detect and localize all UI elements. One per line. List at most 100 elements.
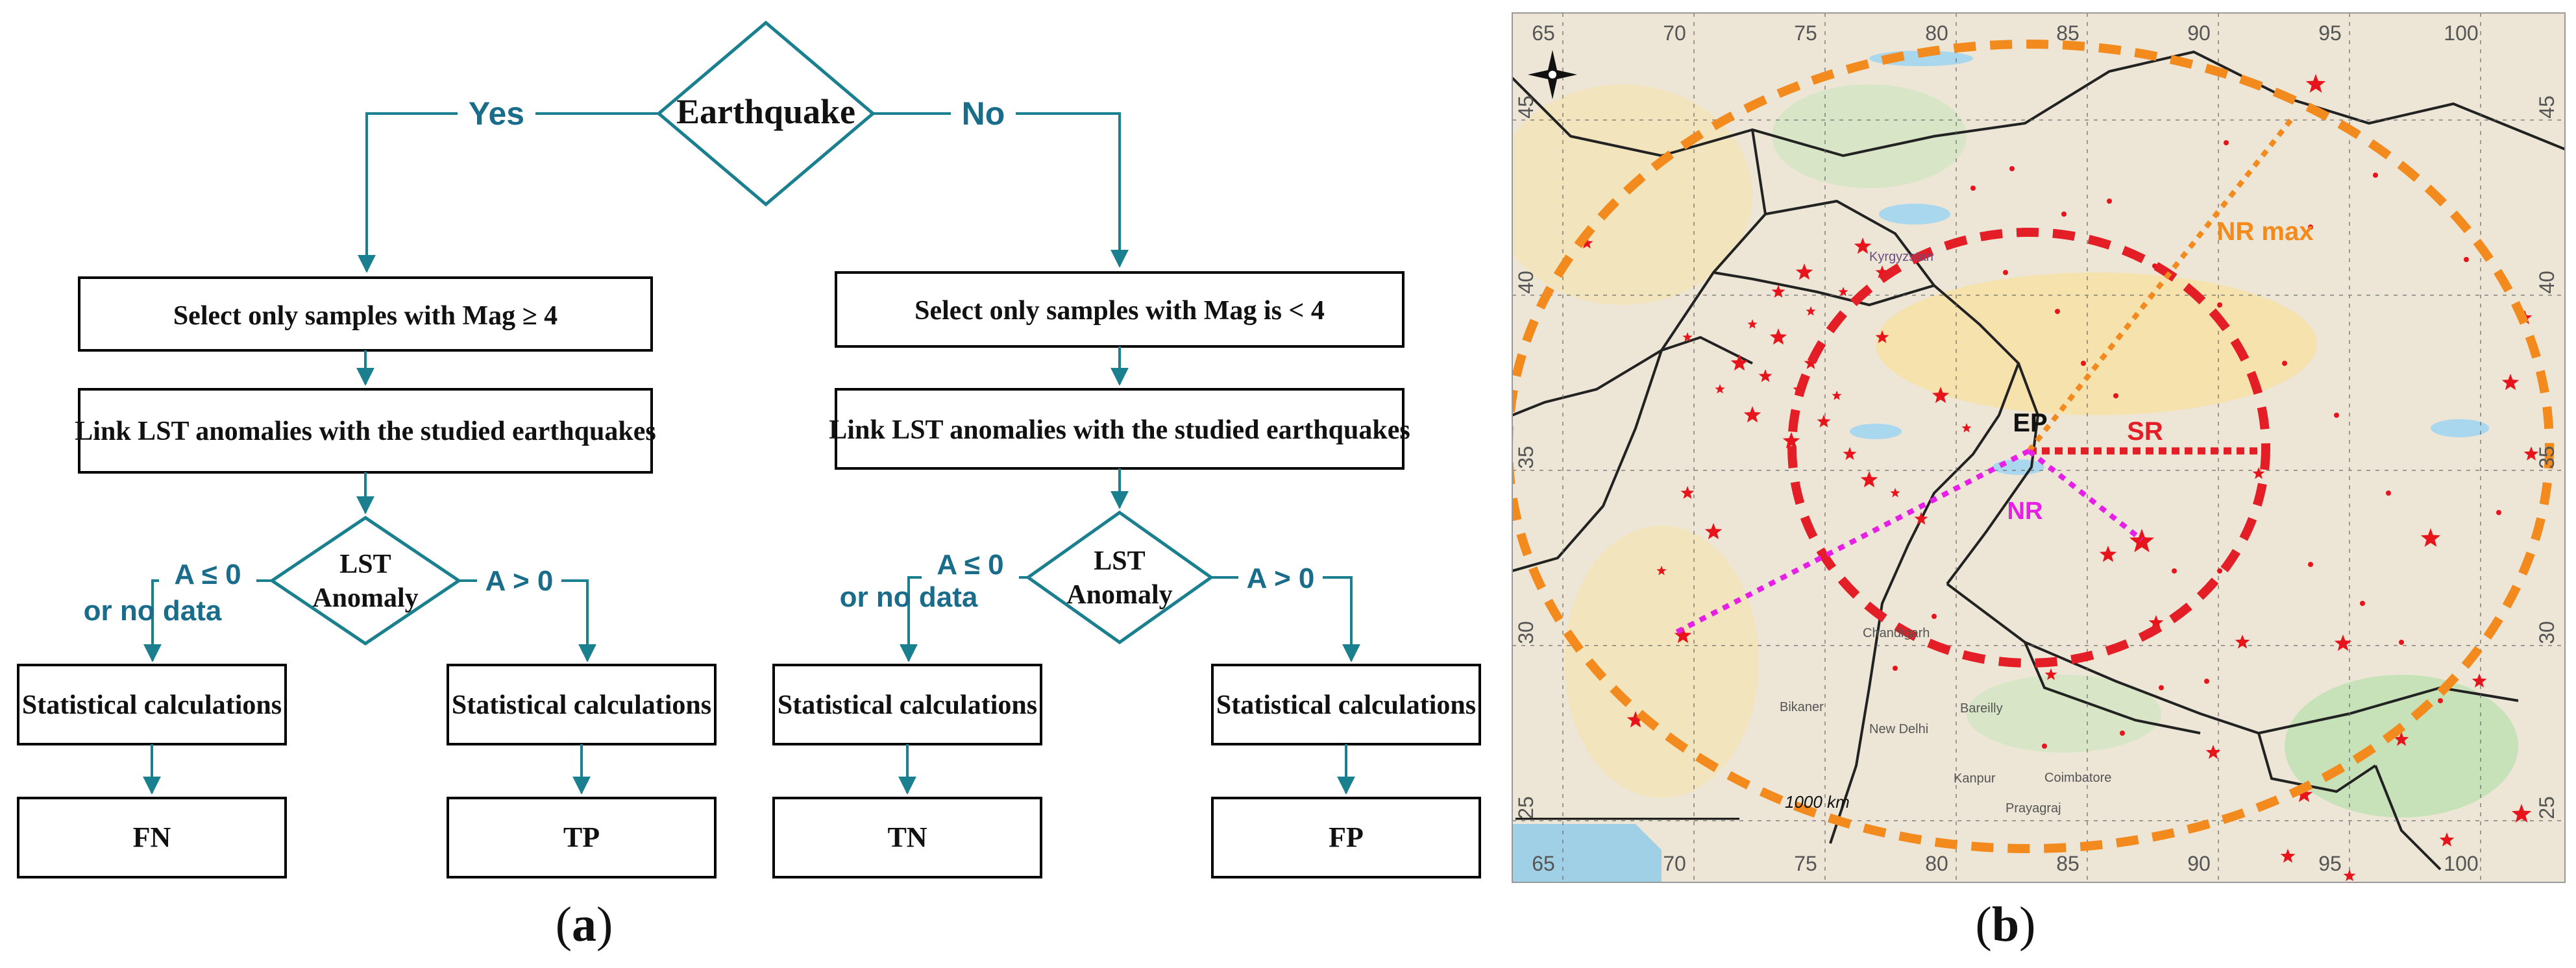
map-panel: EP SR NR NR max Kyrgyzstan Chandigarh Ne…	[1512, 12, 2566, 952]
lon-tick-label-bottom: 90	[2187, 852, 2211, 875]
earthquake-star-marker	[2099, 546, 2117, 563]
lake-namtso	[1993, 459, 2044, 475]
no-branch-label: No	[962, 95, 1005, 132]
lon-tick-label-top: 95	[2318, 21, 2342, 45]
outcome-box-fn	[17, 797, 287, 878]
nrmax-label: NR max	[2217, 217, 2314, 246]
earthquake-dot-marker	[2009, 166, 2015, 171]
earthquake-dot-marker	[1970, 186, 1976, 191]
place-bikaner: Bikaner	[1780, 700, 1824, 714]
outcome-box-tp	[447, 797, 717, 878]
scale-label: 1000 km	[1785, 792, 1850, 812]
lst-anomaly-label-right-1: LST	[1094, 546, 1145, 576]
earthquake-dot-marker	[2159, 685, 2164, 690]
cond-a-le0-right: A ≤ 0	[937, 549, 1003, 581]
graticule	[1512, 13, 2565, 882]
earthquake-dot-marker	[2061, 212, 2067, 217]
earthquake-star-marker	[2501, 374, 2520, 391]
earthquake-dot-marker	[1893, 666, 1898, 671]
place-kanpur: Kanpur	[1954, 771, 1996, 786]
earthquake-star-marker	[2148, 615, 2164, 629]
terrain-green-bangladesh	[2285, 675, 2518, 817]
lon-tick-label-bottom: 65	[1532, 852, 1555, 875]
lon-tick-label-top: 65	[1532, 21, 1555, 45]
earthquake-star-marker	[2295, 786, 2313, 803]
nrmax-radius-line	[2026, 116, 2295, 453]
lon-tick-label-top: 100	[2444, 21, 2478, 45]
earthquake-dot-marker	[2172, 568, 2177, 574]
place-new-delhi: New Delhi	[1869, 722, 1928, 736]
map-frame	[1512, 12, 2566, 883]
place-bareilly: Bareilly	[1960, 701, 2003, 716]
nr-label: NR	[2007, 498, 2043, 525]
stat-calc-box-fp	[1211, 664, 1481, 745]
earthquake-star-marker	[1854, 237, 1872, 254]
earthquake-star-marker	[2420, 528, 2441, 547]
earthquake-dot-marker	[2055, 309, 2060, 314]
earthquake-star-marker	[2472, 673, 2487, 688]
earthquake-dot-marker	[2224, 140, 2229, 145]
lat-tick-label-left: 30	[1514, 621, 1538, 644]
lat-tick-label-right: 35	[2535, 446, 2558, 469]
select-mag-lt4-box	[835, 271, 1405, 348]
earthquake-dot-marker	[2438, 698, 2443, 703]
caption-a: (a)	[556, 897, 613, 952]
earthquake-star-marker	[2305, 74, 2326, 93]
yes-label-bg	[458, 96, 535, 131]
cond-no-data-left: or no data	[84, 595, 222, 627]
lon-tick-label-top: 85	[2056, 21, 2079, 45]
earthquake-star-marker	[2252, 467, 2265, 479]
cond-no-data-right: or no data	[840, 581, 978, 613]
place-kyrgyzstan: Kyrgyzstan	[1869, 250, 1933, 264]
earthquake-star-marker	[1747, 319, 1758, 329]
earthquake-star-marker	[1890, 488, 1900, 498]
select-mag-ge4-box	[78, 276, 653, 352]
earthquake-star-marker	[2044, 668, 2057, 681]
earthquake-star-marker	[2129, 529, 2154, 553]
link-lst-text-right: Link LST anomalies with the studied eart…	[829, 415, 1410, 445]
lat-tick-label-left: 25	[1514, 796, 1538, 819]
outcome-text-tn: TN	[887, 821, 927, 853]
earthquake-dot-marker	[2386, 490, 2391, 496]
earthquake-star-marker	[1832, 391, 1842, 400]
earthquake-dot-marker	[2373, 173, 2378, 178]
no-label-bg	[951, 96, 1016, 131]
stat-calc-text-fn: Statistical calculations	[22, 690, 282, 720]
place-prayagraj: Prayagraj	[2006, 801, 2061, 816]
earthquake-dot-marker	[2308, 562, 2313, 567]
cond-a-gt0-right: A > 0	[1247, 563, 1315, 594]
earthquake-star-marker	[2280, 849, 2296, 863]
earthquake-star-marker	[1580, 237, 1593, 249]
cond-a-gt0-left: A > 0	[485, 565, 554, 597]
earthquake-dot-marker	[2217, 302, 2222, 308]
earthquake-star-marker	[2334, 635, 2352, 651]
earthquake-dot-marker	[2308, 224, 2313, 230]
lon-tick-label-bottom: 85	[2056, 852, 2079, 875]
lst-anomaly-diamond-left	[269, 515, 462, 646]
flowchart-panel: Earthquake Yes No Select only samples wi…	[17, 20, 1481, 952]
earthquake-star-marker	[1771, 285, 1785, 298]
north-arrow-icon	[1528, 50, 1577, 99]
earthquake-dot-marker	[2464, 257, 2469, 262]
earthquake-dot-marker	[2334, 413, 2339, 418]
earthquake-star-marker	[1769, 328, 1787, 345]
lat-tick-label-left: 40	[1514, 271, 1538, 294]
earthquake-star-marker	[1715, 384, 1725, 394]
label-bg	[1238, 562, 1323, 594]
earthquake-star-marker	[1914, 512, 1928, 525]
lon-tick-label-top: 70	[1663, 21, 1686, 45]
caption-b: (b)	[1976, 897, 2036, 952]
earthquake-star-marker	[1875, 265, 1889, 278]
outcome-text-fp: FP	[1329, 821, 1364, 853]
nr-max-circle	[1512, 40, 2554, 853]
yes-branch-label: Yes	[469, 95, 524, 132]
lst-anomaly-label-left-2: Anomaly	[312, 583, 418, 613]
earthquake-dot-marker	[2360, 601, 2365, 606]
terrain-desert-thar	[1564, 526, 1759, 798]
outcome-text-fn: FN	[133, 821, 171, 853]
earthquake-star-marker	[2523, 446, 2539, 461]
ep-label: EP	[2013, 409, 2047, 437]
earthquake-decision-diamond	[656, 20, 876, 207]
